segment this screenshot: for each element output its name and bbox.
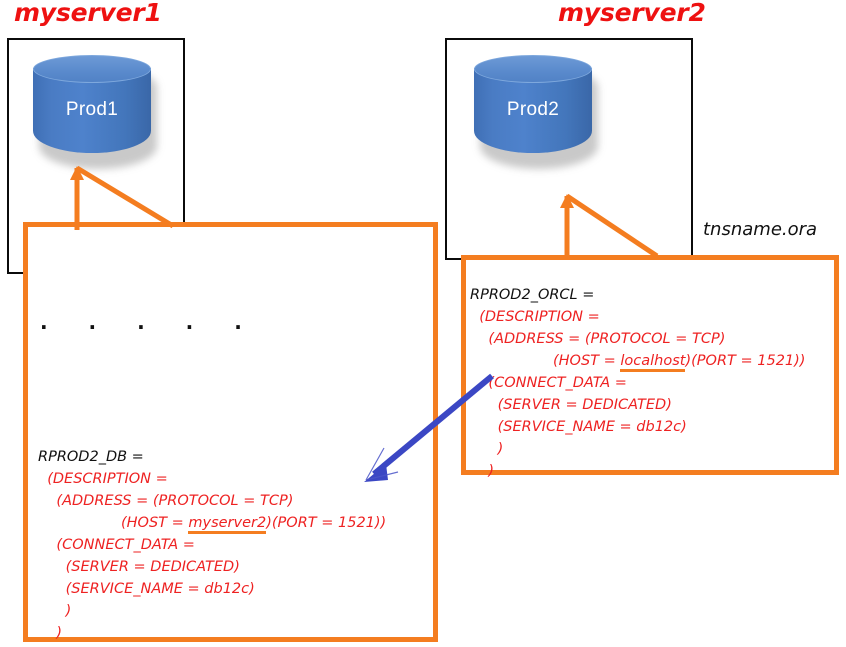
host-value-left: myserver2 — [188, 515, 267, 534]
cylinder-top-ellipse — [474, 55, 592, 83]
entry-tail-left-0: (CONNECT_DATA = — [38, 537, 195, 553]
entry-tail-left-2: (SERVICE_NAME = db12c) — [38, 581, 255, 597]
tnsnames-entry-left: RPROD2_DB = (DESCRIPTION = (ADDRESS = (P… — [38, 424, 386, 644]
entry-line-right-0: (DESCRIPTION = — [470, 309, 600, 325]
host-line-suffix-right: )(PORT = 1521)) — [685, 353, 806, 369]
entry-line-left-1: (ADDRESS = (PROTOCOL = TCP) — [38, 493, 294, 509]
host-value-right: localhost — [620, 353, 686, 372]
entry-name-left: RPROD2_DB = — [38, 449, 144, 465]
host-line-suffix-left: )(PORT = 1521)) — [266, 515, 387, 531]
cylinder-top-ellipse — [33, 55, 151, 83]
callout-box-left — [23, 222, 438, 642]
entry-line-right-1: (ADDRESS = (PROTOCOL = TCP) — [470, 331, 726, 347]
database-cylinder-prod2: Prod2 — [474, 55, 598, 169]
host-line-prefix-left: (HOST = — [38, 515, 189, 531]
entry-tail-right-0: (CONNECT_DATA = — [470, 375, 627, 391]
entry-tail-right-4: ) — [470, 463, 495, 479]
database-label-prod2: Prod2 — [506, 99, 560, 120]
database-cylinder-prod1: Prod1 — [33, 55, 157, 169]
tnsnames-entry-right: RPROD2_ORCL = (DESCRIPTION = (ADDRESS = … — [470, 262, 805, 482]
entry-tail-left-4: ) — [38, 625, 63, 641]
entry-tail-left-3: ) — [38, 603, 72, 619]
entry-tail-right-1: (SERVER = DEDICATED) — [470, 397, 672, 413]
entry-name-right: RPROD2_ORCL = — [470, 287, 595, 303]
tnsname-ora-label: tnsname.ora — [703, 219, 818, 240]
entry-tail-left-1: (SERVER = DEDICATED) — [38, 559, 240, 575]
entry-tail-right-2: (SERVICE_NAME = db12c) — [470, 419, 687, 435]
blue-connector-arrow — [364, 373, 494, 482]
database-label-prod1: Prod1 — [65, 99, 119, 120]
host-line-prefix-right: (HOST = — [470, 353, 621, 369]
ellipsis-dots: . . . . . — [40, 310, 259, 334]
server1-title: myserver1 — [14, 0, 162, 27]
entry-tail-right-3: ) — [470, 441, 504, 457]
server2-title: myserver2 — [558, 0, 706, 27]
callout-box-right — [461, 255, 839, 475]
entry-line-left-0: (DESCRIPTION = — [38, 471, 168, 487]
